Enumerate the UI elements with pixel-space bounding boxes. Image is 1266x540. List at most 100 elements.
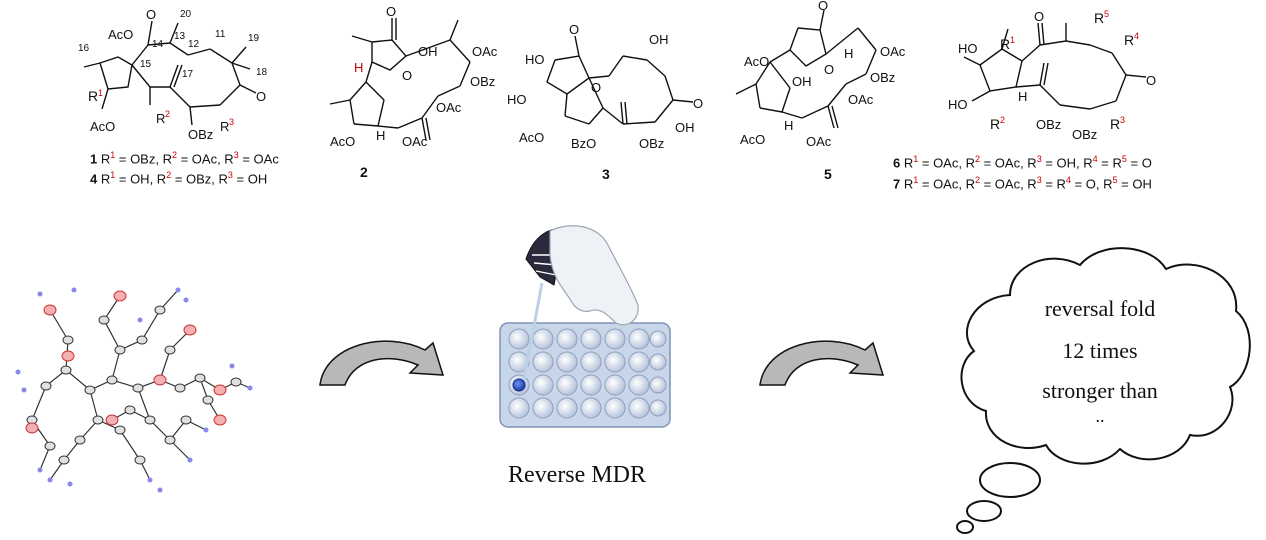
svg-text:R: R — [88, 88, 98, 104]
svg-text:R: R — [1124, 32, 1134, 48]
svg-text:R: R — [1110, 116, 1120, 132]
svg-text:O: O — [146, 7, 156, 22]
svg-text:OBz: OBz — [470, 74, 495, 89]
svg-text:OAc: OAc — [806, 134, 832, 149]
svg-text:12: 12 — [188, 39, 200, 50]
svg-text:O: O — [1146, 73, 1156, 88]
svg-text:11: 11 — [215, 29, 226, 40]
svg-text:18: 18 — [256, 67, 268, 78]
structure-2-drawing: O O OH OAc OBz H OAc AcO H OAc — [329, 4, 498, 149]
structure-1-4-drawing: AcO O 20 16 R 1 AcO R 2 OBz R 3 O 19 18 … — [78, 7, 268, 142]
svg-text:AcO: AcO — [744, 54, 769, 69]
structure-6-7-drawing: HO R 1 O R 5 R 4 HO O H R 2 OBz OBz R 3 — [948, 9, 1156, 142]
structure-3-drawing: O OH HO O O HO OH AcO BzO OBz — [507, 22, 703, 151]
reverse-mdr-label: Reverse MDR — [508, 462, 646, 488]
svg-text:14: 14 — [152, 39, 164, 50]
curved-arrow-icon — [319, 340, 445, 386]
compound-label-2: 2 — [360, 164, 368, 180]
svg-text:OAc: OAc — [848, 92, 874, 107]
thought-cloud — [940, 235, 1260, 535]
arrow-left — [315, 325, 470, 395]
svg-text:O: O — [591, 80, 601, 95]
compound-label-3: 3 — [602, 166, 610, 182]
svg-text:OAc: OAc — [472, 44, 498, 59]
svg-text:O: O — [386, 4, 396, 19]
svg-text:OBz: OBz — [188, 127, 213, 142]
svg-text:2: 2 — [1000, 115, 1005, 125]
svg-text:R: R — [990, 116, 1000, 132]
curved-arrow-icon — [759, 340, 885, 386]
compound-number: 7 — [893, 176, 901, 192]
caption-compound-6: 6 R1 = OAc, R2 = OAc, R3 = OH, R4 = R5 =… — [893, 154, 1152, 171]
caption-compound-4: 4 R1 = OH, R2 = OBz, R3 = OH — [90, 170, 268, 187]
structure-5-drawing: O AcO O H OAc OH OBz OAc AcO H OAc — [735, 0, 906, 149]
svg-text:15: 15 — [140, 59, 152, 70]
svg-text:R: R — [1000, 36, 1010, 52]
svg-text:HO: HO — [958, 41, 978, 56]
well-plate-illustration — [490, 215, 680, 430]
svg-text:AcO: AcO — [108, 27, 133, 42]
svg-text:H: H — [1018, 89, 1027, 104]
cloud-line-3: stronger than — [1042, 378, 1158, 403]
caption-compound-1: 1 R1 = OBz, R2 = OAc, R3 = OAc — [90, 150, 279, 167]
structure-2: O O OH OAc OBz H OAc AcO H OAc — [310, 0, 510, 160]
svg-text:R: R — [1094, 10, 1104, 26]
svg-text:OH: OH — [675, 120, 695, 135]
svg-text:O: O — [1034, 9, 1044, 24]
svg-text:R: R — [220, 119, 229, 134]
svg-text:OH: OH — [792, 74, 812, 89]
svg-text:HO: HO — [507, 92, 527, 107]
svg-text:OH: OH — [418, 44, 438, 59]
cloud-line-4: .. — [1095, 406, 1105, 426]
svg-text:O: O — [569, 22, 579, 37]
svg-text:AcO: AcO — [519, 130, 544, 145]
thought-cloud-icon — [956, 247, 1251, 534]
svg-text:OAc: OAc — [402, 134, 428, 149]
caption-compound-7: 7 R1 = OAc, R2 = OAc, R3 = R4 = O, R5 = … — [893, 175, 1152, 192]
svg-text:O: O — [402, 68, 412, 83]
svg-text:HO: HO — [948, 97, 968, 112]
svg-text:O: O — [256, 89, 266, 104]
svg-text:OAc: OAc — [436, 100, 462, 115]
svg-text:5: 5 — [1104, 9, 1109, 19]
svg-text:OBz: OBz — [1072, 127, 1097, 142]
compound-label-5: 5 — [824, 166, 832, 182]
compound-number: 4 — [90, 171, 98, 187]
svg-text:H: H — [844, 46, 853, 61]
svg-text:H: H — [784, 118, 793, 133]
highlighted-well — [512, 378, 526, 392]
svg-text:OAc: OAc — [880, 44, 906, 59]
svg-text:OBz: OBz — [870, 70, 895, 85]
svg-text:1: 1 — [98, 88, 103, 98]
svg-text:H: H — [376, 128, 385, 143]
svg-text:20: 20 — [180, 9, 192, 20]
arrow-right — [755, 325, 910, 395]
crystal-structure — [10, 270, 260, 510]
structure-1-4: AcO O 20 16 R 1 AcO R 2 OBz R 3 O 19 18 … — [70, 5, 320, 155]
svg-text:OBz: OBz — [639, 136, 664, 151]
svg-text:4: 4 — [1134, 31, 1139, 41]
svg-text:1: 1 — [1010, 35, 1015, 45]
svg-text:17: 17 — [182, 69, 194, 80]
cloud-line-2: 12 times — [1062, 338, 1138, 363]
svg-text:AcO: AcO — [90, 119, 115, 134]
svg-text:O: O — [693, 96, 703, 111]
svg-text:OH: OH — [649, 32, 669, 47]
svg-text:H: H — [354, 60, 363, 75]
svg-text:19: 19 — [248, 33, 260, 44]
svg-text:3: 3 — [229, 117, 234, 127]
well-plate-icon — [499, 225, 671, 428]
svg-text:OBz: OBz — [1036, 117, 1061, 132]
structure-3: O OH HO O O HO OH AcO BzO OBz — [505, 20, 715, 160]
compound-number: 6 — [893, 155, 901, 171]
svg-text:HO: HO — [525, 52, 545, 67]
svg-text:16: 16 — [78, 43, 90, 54]
svg-text:BzO: BzO — [571, 136, 596, 151]
crystal-structure-drawing — [15, 287, 253, 493]
svg-text:13: 13 — [174, 31, 186, 42]
svg-text:3: 3 — [1120, 115, 1125, 125]
svg-text:O: O — [824, 62, 834, 77]
svg-text:O: O — [818, 0, 828, 13]
compound-number: 1 — [90, 151, 98, 167]
svg-text:AcO: AcO — [330, 134, 355, 149]
